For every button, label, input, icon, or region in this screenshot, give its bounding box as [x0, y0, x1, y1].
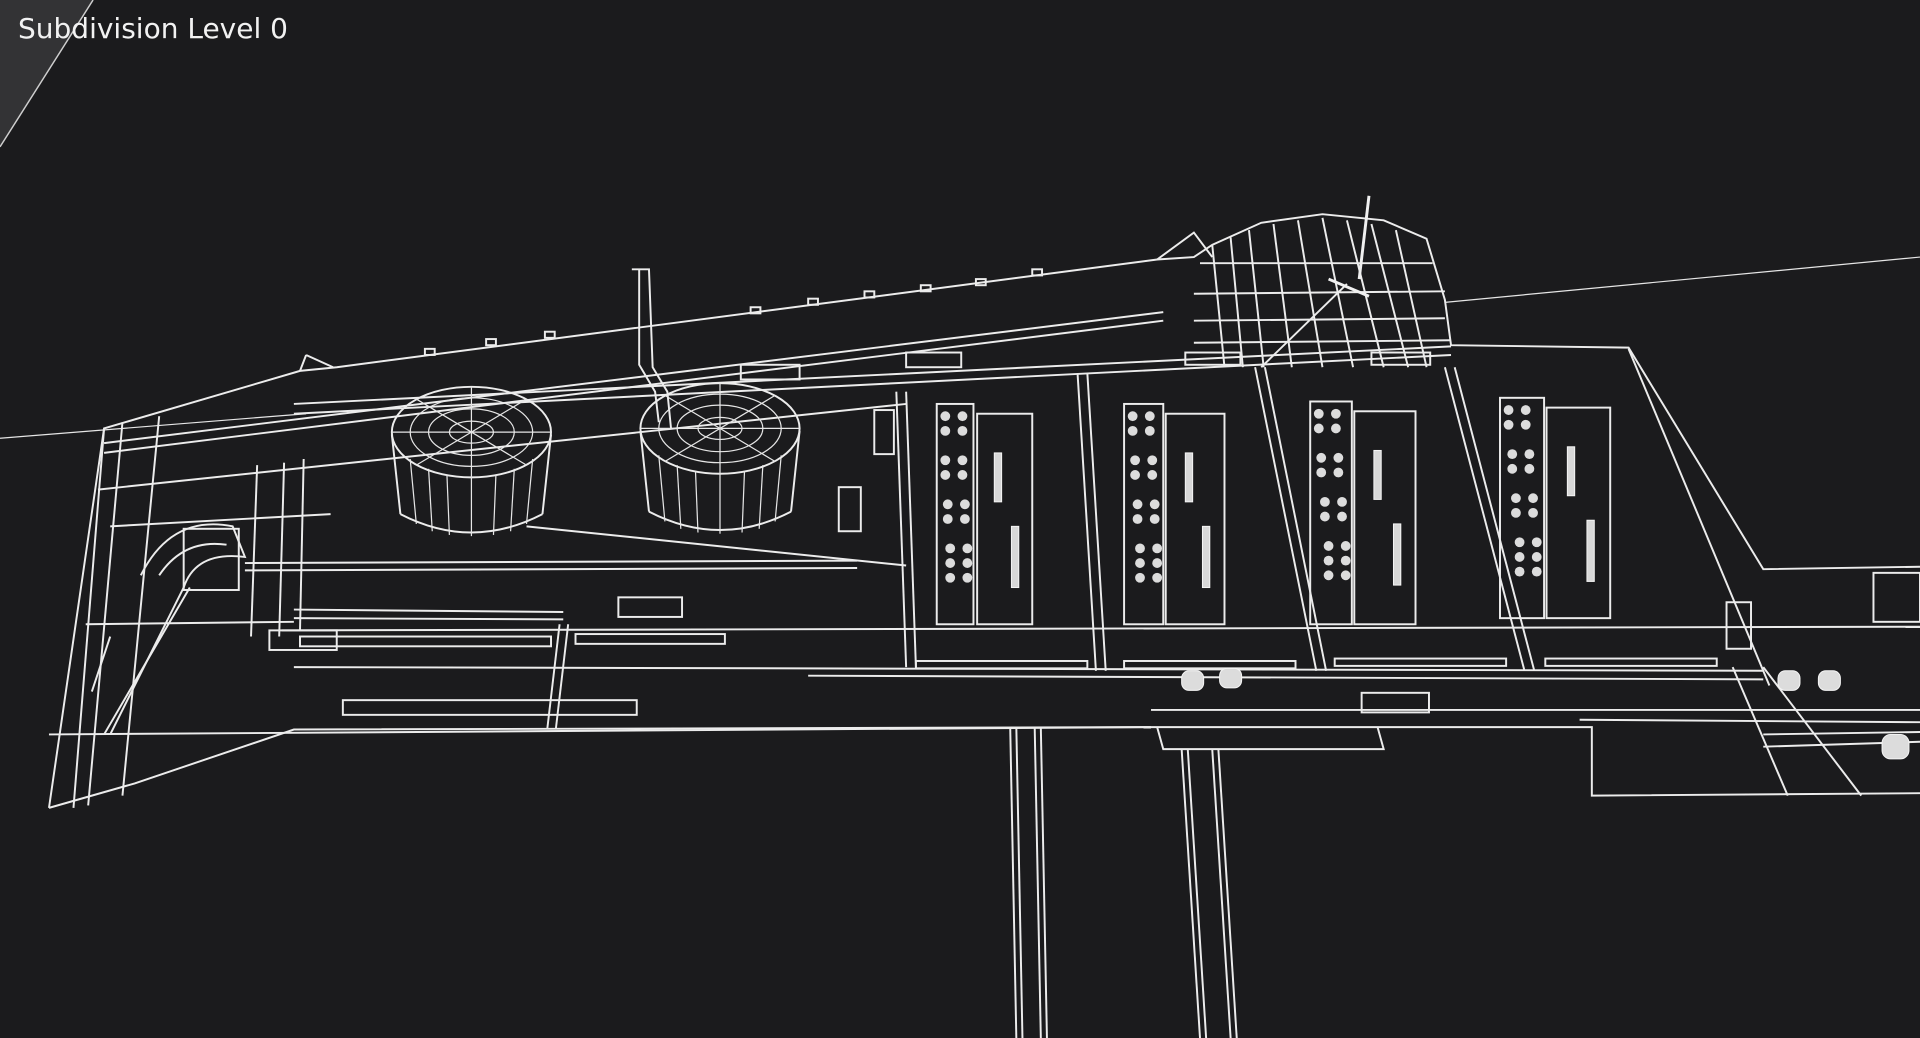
process-block-3	[1309, 400, 1417, 626]
storage-tank-2	[639, 382, 801, 534]
site-verticals	[250, 348, 1863, 1038]
process-block-1	[935, 402, 1034, 626]
process-blocks	[935, 396, 1612, 626]
top-pipe-rack	[423, 268, 1432, 429]
domed-area-grid	[1193, 195, 1452, 368]
site-outline	[48, 213, 1920, 809]
subdivision-level-label: Subdivision Level 0	[18, 12, 288, 45]
small-round-tanks	[1181, 667, 1910, 760]
process-block-4	[1499, 396, 1612, 620]
misc-equipment	[90, 409, 1920, 735]
process-block-2	[1123, 402, 1226, 626]
storage-tank-1	[390, 385, 552, 537]
